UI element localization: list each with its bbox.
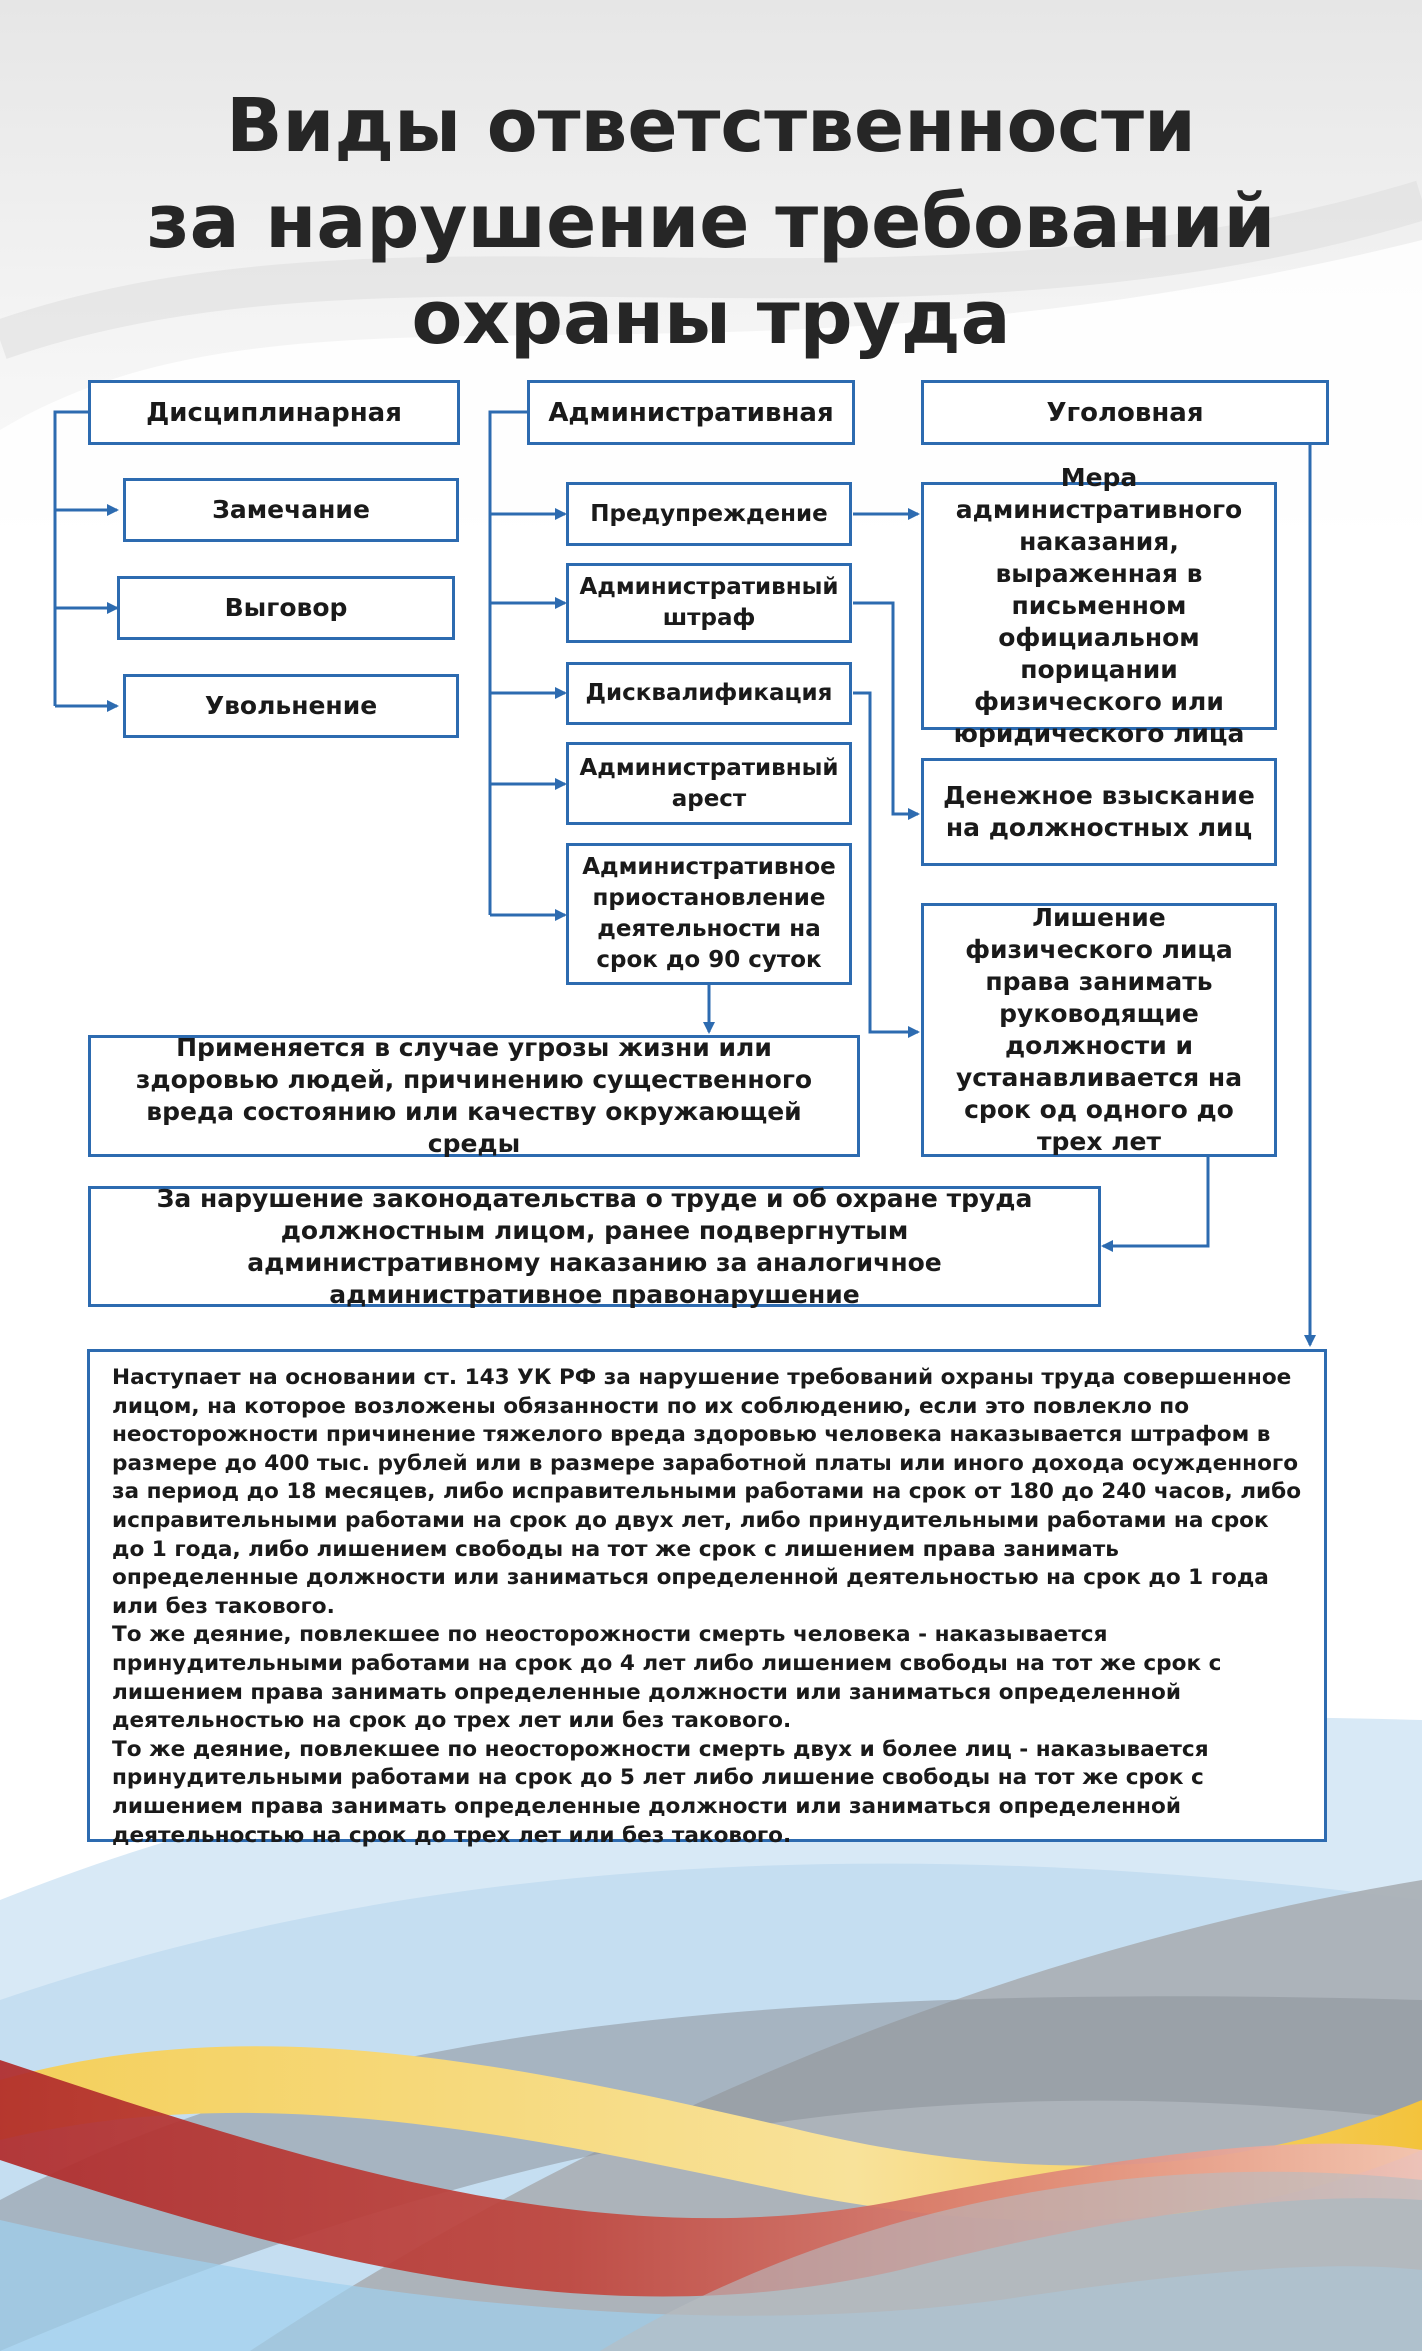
- explanation-repeat-violation: За нарушение законодательства о труде и …: [88, 1184, 1101, 1309]
- category-administrative: Административная: [527, 380, 855, 445]
- criminal-paragraph-2: То же деяние, повлекшее по неосторожност…: [112, 1622, 1222, 1734]
- explanation-disqualification: Лишение физического лица права занимать …: [921, 903, 1277, 1157]
- title-line-1: Виды ответственности: [226, 83, 1196, 169]
- connector-fine-explanation: [853, 601, 920, 820]
- administrative-item-suspension: Административное приостановление деятель…: [566, 843, 852, 985]
- explanation-fine: Денежное взыскание на должностных лиц: [921, 758, 1277, 866]
- connector-disciplinary-trunk: [53, 410, 90, 706]
- explanation-suspension: Применяется в случае угрозы жизни или зд…: [88, 1033, 860, 1158]
- criminal-paragraph-3: То же деяние, повлекшее по неосторожност…: [112, 1736, 1209, 1848]
- connector-administrative-trunk: [488, 410, 527, 915]
- disciplinary-item-dismissal: Увольнение: [123, 674, 459, 738]
- disciplinary-item-reprimand: Выговор: [117, 576, 455, 640]
- title-line-3: охраны труда: [411, 275, 1011, 361]
- category-criminal: Уголовная: [921, 380, 1329, 445]
- criminal-liability-text: Наступает на основании ст. 143 УК РФ за …: [87, 1349, 1327, 1848]
- title-line-2: за нарушение требований: [146, 179, 1276, 265]
- administrative-item-fine: Административный штраф: [566, 563, 852, 643]
- connector-repeat-violation: [1101, 1157, 1210, 1252]
- page-title: Виды ответственности за нарушение требов…: [0, 78, 1422, 366]
- administrative-item-arrest: Административный арест: [566, 742, 852, 825]
- connector-disqualification-explanation: [853, 691, 920, 1038]
- criminal-paragraph-1: Наступает на основании ст. 143 УК РФ за …: [112, 1365, 1302, 1619]
- disciplinary-item-remark: Замечание: [123, 478, 459, 542]
- explanation-warning: Мера административного наказания, выраже…: [921, 463, 1277, 748]
- administrative-item-disqualification: Дисквалификация: [566, 662, 852, 725]
- administrative-item-warning: Предупреждение: [566, 482, 852, 546]
- category-disciplinary: Дисциплинарная: [88, 380, 460, 445]
